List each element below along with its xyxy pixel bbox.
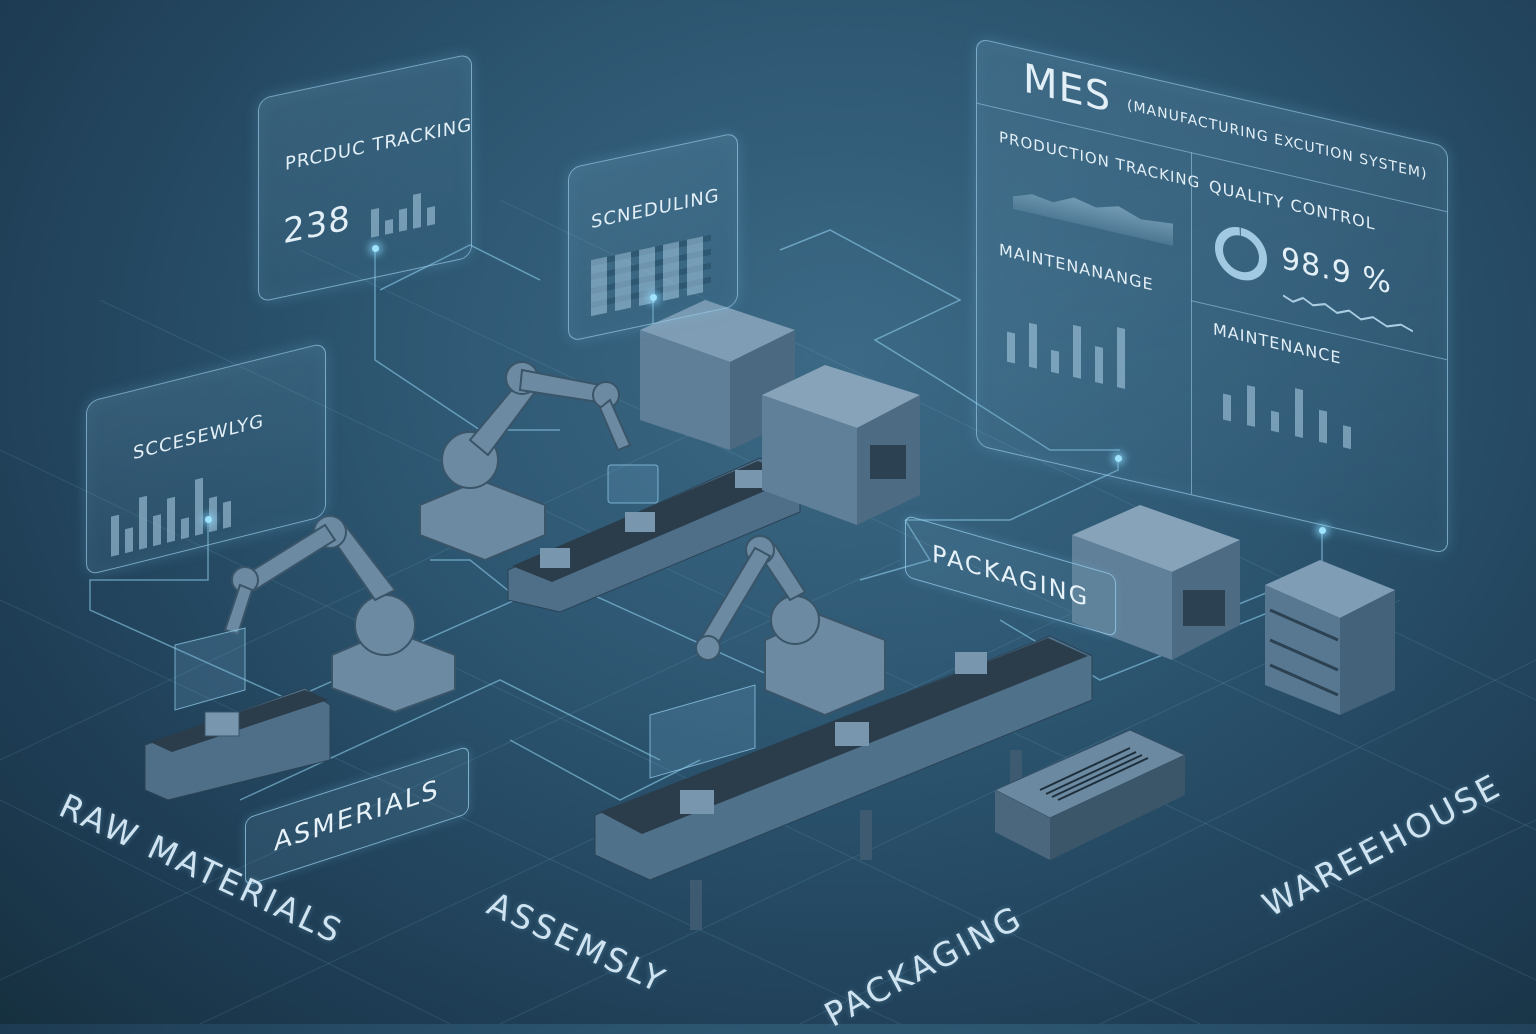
maintenance-right-chart — [1223, 372, 1351, 450]
connector-dot — [650, 294, 657, 301]
quality-trend-line — [1283, 294, 1413, 333]
schedule-grid — [591, 234, 711, 317]
mes-maintenance-left-title: MAINTENANANGE — [999, 239, 1154, 295]
connector-dot — [372, 245, 379, 252]
connector-dot — [205, 516, 212, 523]
mes-column-divider — [1191, 152, 1192, 495]
robot-arm-3 — [695, 535, 886, 717]
robot-arm-2 — [223, 515, 456, 714]
mes-panel: MES (MANUFACTURING EXCUTION SYSTEM) PROD… — [976, 37, 1448, 555]
machine-enclosure-2 — [762, 365, 920, 525]
left-panel-title: SCCESEWLYG — [133, 410, 265, 465]
robot-screens — [174, 464, 756, 779]
mes-production-tracking-title: PRODUCTION TRACKING — [999, 127, 1201, 193]
mes-maintenance-right-title: MAINTENANCE — [1213, 319, 1342, 368]
production-area-chart — [1013, 177, 1173, 246]
product-count: 238 — [283, 197, 351, 253]
mes-title: MES — [1023, 55, 1112, 122]
machine-enclosure-3 — [1072, 505, 1240, 660]
connector-dot — [1115, 455, 1122, 462]
product-tracking-chart — [371, 190, 435, 238]
product-tracking-title: PRCDUC TRACKING — [285, 114, 473, 176]
connector-dot — [1319, 527, 1326, 534]
scheduling-title: SCNEDULING — [591, 184, 720, 234]
robot-arm-1 — [419, 361, 632, 562]
maintenance-left-chart — [1007, 302, 1125, 389]
warehouse-racks — [1265, 560, 1395, 715]
barcode-table — [993, 729, 1187, 860]
conveyor-raw-materials — [144, 687, 331, 801]
conveyor-assembly — [507, 457, 801, 613]
scheduling-panel: SCNEDULING — [568, 131, 738, 343]
quality-ring-chart — [1215, 227, 1267, 281]
left-panel-chart — [111, 471, 231, 557]
